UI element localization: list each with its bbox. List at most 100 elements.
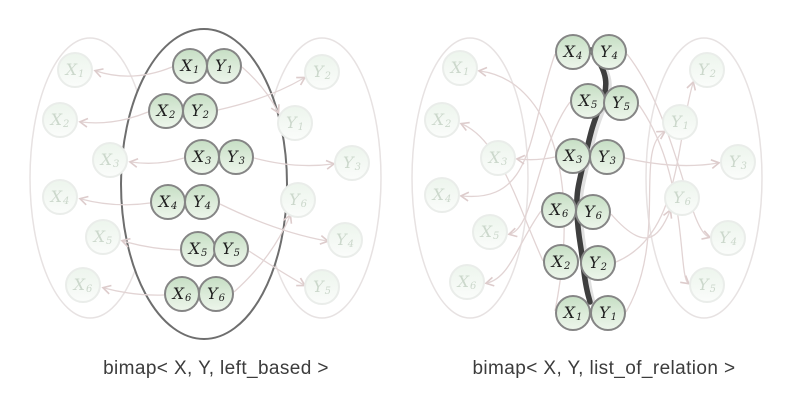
relation-arrow-y6 xyxy=(233,213,293,293)
relation-arrow-x6 xyxy=(484,210,542,287)
node-subscript: 2 xyxy=(169,110,176,121)
node-label: X xyxy=(73,275,85,294)
node-label: Y xyxy=(729,152,740,171)
node-subscript: 6 xyxy=(595,211,602,222)
node-subscript: 6 xyxy=(185,293,192,304)
relation-arrow-x1 xyxy=(93,66,173,78)
node-label: Y xyxy=(227,147,238,166)
node-label: Y xyxy=(598,147,609,166)
node-subscript: 4 xyxy=(63,196,70,207)
node-label: Y xyxy=(191,101,202,120)
node-label: Y xyxy=(600,42,611,61)
node-subscript: 1 xyxy=(576,312,583,323)
node-subscript: 3 xyxy=(576,155,583,166)
node-label: X xyxy=(432,185,444,204)
node-subscript: 4 xyxy=(445,194,452,205)
node-subscript: 6 xyxy=(218,293,225,304)
node-label: Y xyxy=(336,230,347,249)
node-label: Y xyxy=(698,275,709,294)
node-subscript: 3 xyxy=(740,161,747,172)
node-subscript: 4 xyxy=(730,237,737,248)
node-subscript: 2 xyxy=(202,110,209,121)
node-label: X xyxy=(563,146,575,165)
caption-left-based: bimap< X, Y, left_based > xyxy=(103,358,329,379)
node-label: Y xyxy=(719,228,730,247)
node-subscript: 1 xyxy=(226,65,233,76)
node-subscript: 2 xyxy=(63,119,70,130)
node-label: X xyxy=(549,200,561,219)
node-subscript: 5 xyxy=(233,248,240,259)
node-subscript: 2 xyxy=(324,71,331,82)
node-label: X xyxy=(192,147,204,166)
node-subscript: 6 xyxy=(300,199,307,210)
node-label: X xyxy=(156,101,168,120)
node-label: Y xyxy=(612,93,623,112)
node-subscript: 2 xyxy=(709,69,716,80)
relation-arrow-x4 xyxy=(459,53,556,202)
node-label: Y xyxy=(599,303,610,322)
node-label: X xyxy=(457,272,469,291)
node-label: Y xyxy=(671,112,682,131)
relation-arrow-y1 xyxy=(625,130,667,313)
relation-arrow-x2 xyxy=(78,111,149,128)
node-label: Y xyxy=(343,153,354,172)
node-label: Y xyxy=(673,188,684,207)
node-label: Y xyxy=(207,284,218,303)
node-label: X xyxy=(172,284,184,303)
node-subscript: 2 xyxy=(600,262,607,273)
node-label: Y xyxy=(289,190,300,209)
node-subscript: 6 xyxy=(562,209,569,220)
node-label: X xyxy=(188,239,200,258)
relation-arrow-y4 xyxy=(219,203,330,245)
node-subscript: 1 xyxy=(78,69,85,80)
left-set-ellipse xyxy=(411,37,529,319)
relation-arrow-x5 xyxy=(507,101,571,238)
right-set-ellipse xyxy=(645,37,763,319)
node-subscript: 4 xyxy=(576,51,583,62)
node-subscript: 4 xyxy=(611,51,618,62)
node-label: Y xyxy=(584,202,595,221)
relation-arrow-x5 xyxy=(120,237,181,251)
node-label: Y xyxy=(698,60,709,79)
node-subscript: 6 xyxy=(684,197,691,208)
node-subscript: 3 xyxy=(609,156,616,167)
relation-arrow-x6 xyxy=(101,284,165,296)
node-label: X xyxy=(488,148,500,167)
node-subscript: 1 xyxy=(193,65,200,76)
node-label: X xyxy=(65,60,77,79)
node-subscript: 5 xyxy=(493,231,500,242)
relation-arrow-y4 xyxy=(626,53,712,240)
node-label: Y xyxy=(222,239,233,258)
node-subscript: 5 xyxy=(201,248,208,259)
